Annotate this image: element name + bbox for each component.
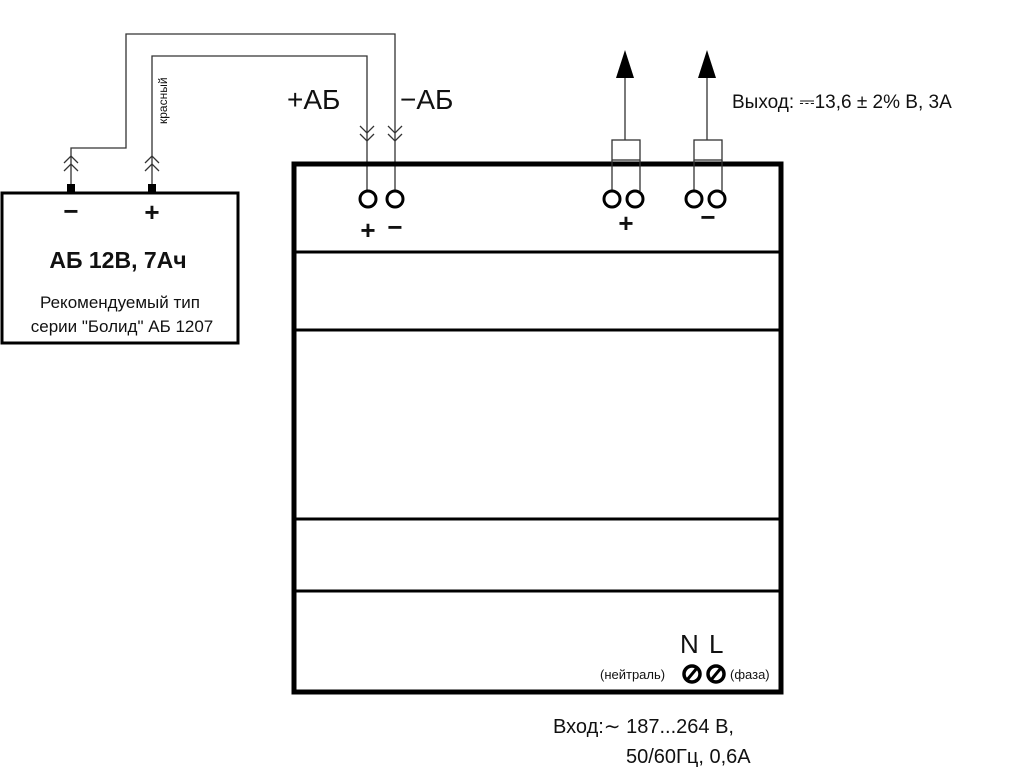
arrow-up-icon — [698, 50, 716, 78]
input-spec-line2: 50/60Гц, 0,6А — [626, 746, 751, 768]
input-spec-line1: Вход:∼ 187...264 В, — [553, 716, 734, 738]
terminal-minus-sign: − — [387, 212, 402, 242]
battery-negative-terminal — [67, 184, 75, 192]
battery-terminals: + − — [358, 189, 405, 245]
screw-terminal-icon — [682, 664, 702, 684]
output-plus-sign: + — [618, 208, 633, 238]
battery-note-line2: серии "Болид" АБ 1207 — [31, 317, 214, 336]
power-supply-unit — [291, 161, 784, 695]
wire-color-label: красный — [156, 77, 170, 124]
screw-terminal-icon — [706, 664, 726, 684]
output-minus-sign: − — [700, 202, 715, 232]
output-spec: Выход: ⎓13,6 ± 2% В, 3А — [732, 92, 952, 113]
phase-label: (фаза) — [730, 667, 770, 682]
battery-minus-sign: − — [63, 196, 78, 226]
terminal-plus-sign: + — [360, 215, 375, 245]
output-plus-terminals: + — [602, 50, 645, 238]
battery-plus-sign: + — [144, 197, 159, 227]
battery-title: АБ 12В, 7Ач — [49, 247, 186, 273]
output-minus-terminals: − — [684, 50, 727, 232]
mains-terminals: N L (нейтраль) (фаза) — [600, 629, 770, 684]
battery-note-line1: Рекомендуемый тип — [40, 293, 200, 312]
battery-negative-wire — [63, 33, 403, 190]
neutral-n-label: N — [680, 629, 699, 659]
phase-l-label: L — [709, 629, 723, 659]
battery-positive-wire — [144, 55, 375, 190]
battery-minus-label: −АБ — [400, 84, 453, 115]
battery: − + АБ 12В, 7Ач Рекомендуемый тип серии … — [0, 184, 240, 345]
arrow-up-icon — [616, 50, 634, 78]
battery-plus-label: +АБ — [287, 84, 340, 115]
battery-positive-terminal — [148, 184, 156, 192]
neutral-label: (нейтраль) — [600, 667, 665, 682]
